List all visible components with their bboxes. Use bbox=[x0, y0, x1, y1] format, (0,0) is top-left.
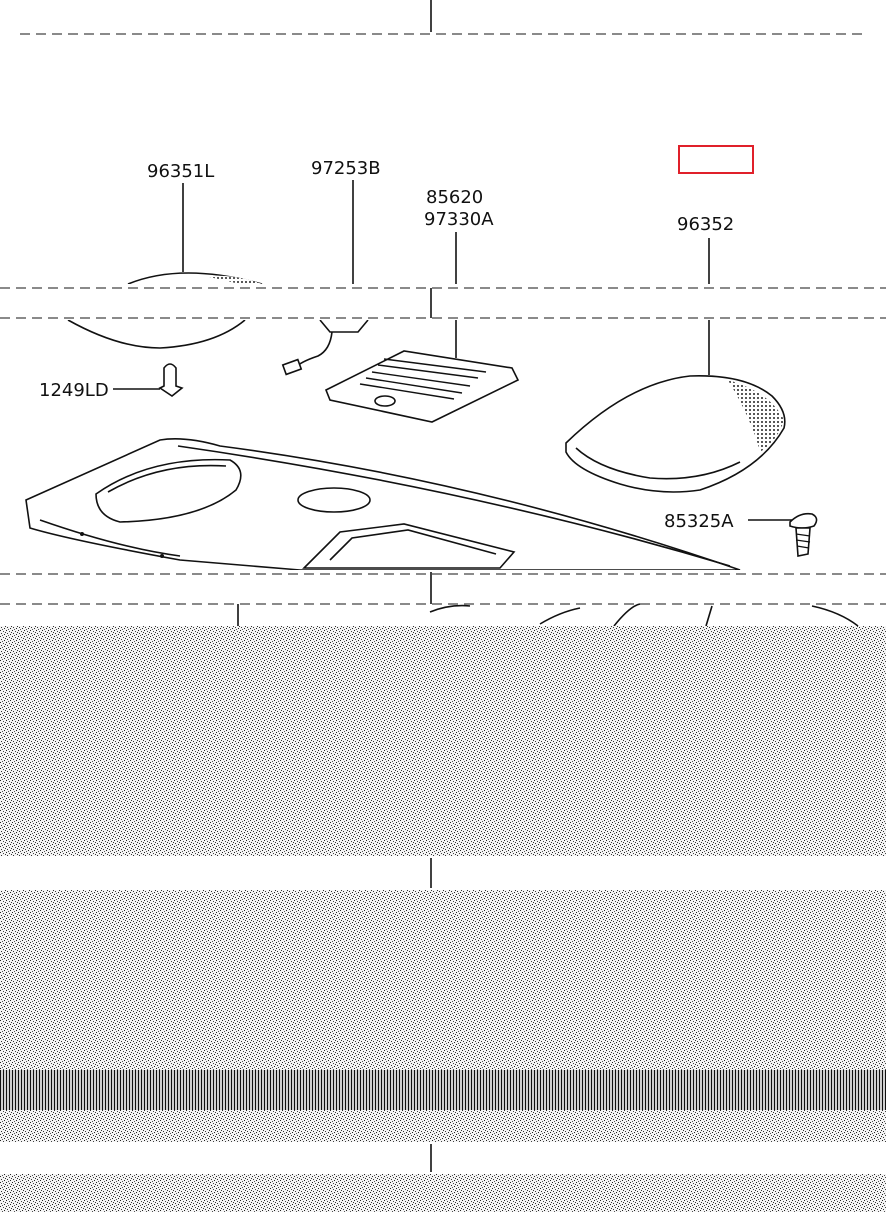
label-1249LD[interactable]: 1249LD bbox=[39, 380, 109, 401]
label-97330A[interactable]: 97330A bbox=[424, 209, 494, 230]
label-85325A[interactable]: 85325A bbox=[664, 511, 734, 532]
highlight-box[interactable] bbox=[678, 145, 754, 174]
scan-band-bottom bbox=[0, 1142, 886, 1174]
screw-85325A bbox=[789, 512, 818, 557]
noise-region-3 bbox=[0, 1110, 886, 1142]
headliner-panel bbox=[25, 438, 741, 571]
label-96352[interactable]: 96352 bbox=[677, 214, 734, 235]
lamp-cover-left bbox=[67, 272, 263, 349]
striped-region bbox=[0, 1070, 886, 1110]
scan-band-lower bbox=[0, 856, 886, 890]
leader-lines bbox=[113, 180, 792, 521]
lamp-cover-right bbox=[565, 375, 786, 493]
noise-region-1 bbox=[0, 626, 886, 856]
label-97253B[interactable]: 97253B bbox=[311, 158, 381, 179]
lens-panel bbox=[324, 350, 520, 423]
connector-harness bbox=[281, 319, 369, 376]
label-85620[interactable]: 85620 bbox=[426, 187, 483, 208]
scan-band-middle bbox=[0, 570, 886, 627]
noise-region-2 bbox=[0, 890, 886, 1070]
noise-region-4 bbox=[0, 1174, 886, 1212]
scan-band-top bbox=[20, 0, 866, 35]
scan-band-upper bbox=[0, 284, 886, 320]
label-96351L[interactable]: 96351L bbox=[147, 161, 214, 182]
clip-1249LD bbox=[158, 363, 184, 397]
